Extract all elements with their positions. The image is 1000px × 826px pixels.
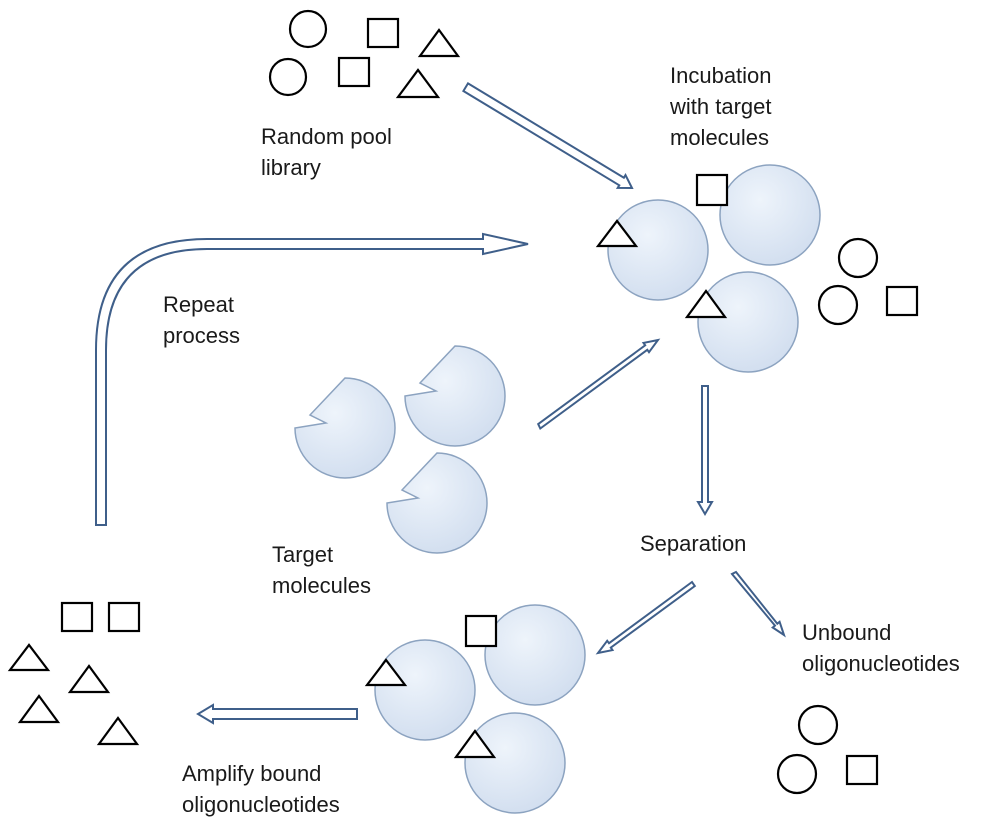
target-molecule xyxy=(484,604,586,706)
label-line: Repeat xyxy=(163,292,234,317)
target-molecule xyxy=(697,271,799,373)
label-line: Amplify bound xyxy=(182,761,322,786)
bound-triangle xyxy=(595,219,639,248)
label-target-molecules: Target molecules xyxy=(272,539,371,601)
label-separation: Separation xyxy=(640,528,746,559)
target-molecule xyxy=(607,199,709,301)
pool-circle xyxy=(268,57,308,97)
free-target-molecule xyxy=(386,452,488,554)
pool-circle xyxy=(288,9,328,49)
label-line: Separation xyxy=(640,531,747,556)
random-pool-shapes xyxy=(268,9,461,99)
pool-square xyxy=(366,17,400,49)
bound-square xyxy=(464,614,498,648)
label-incubation: Incubation with target molecules xyxy=(670,60,772,153)
label-random-pool-library: Random pool library xyxy=(261,121,392,183)
incubation-unbound-shapes xyxy=(817,237,919,326)
amplified-pool-shapes xyxy=(7,601,141,746)
unbound-circle xyxy=(797,704,839,746)
unbound-circle xyxy=(837,237,879,279)
amplified-triangle xyxy=(67,664,111,694)
label-line: Target xyxy=(272,542,334,567)
label-line: library xyxy=(261,155,321,180)
pool-triangle xyxy=(417,28,461,58)
bound-triangle xyxy=(453,729,497,759)
arrow-targets-to-incubation xyxy=(536,338,661,431)
amplified-triangle xyxy=(7,643,51,672)
target-molecule xyxy=(464,712,566,814)
bound-square xyxy=(695,173,729,207)
arrow-separation-to-bound xyxy=(595,580,697,655)
amplified-triangle xyxy=(96,716,140,746)
arrow-repeat-process xyxy=(95,232,529,526)
label-unbound-oligonucleotides: Unbound oligonucleotides xyxy=(802,617,960,679)
unbound-square xyxy=(885,285,919,317)
unbound-circle xyxy=(776,753,818,795)
amplified-square xyxy=(60,601,94,633)
label-repeat-process: Repeat process xyxy=(163,289,240,351)
label-line: Random pool xyxy=(261,124,392,149)
arrow-amplify xyxy=(196,703,358,725)
label-line: molecules xyxy=(670,125,770,150)
arrow-incubation-to-separation xyxy=(696,385,714,516)
label-line: Incubation xyxy=(670,63,772,88)
arrow-separation-to-unbound xyxy=(730,570,786,638)
bound-complexes xyxy=(364,604,586,814)
amplified-square xyxy=(107,601,141,633)
label-line: process xyxy=(163,323,241,348)
process-arrows xyxy=(95,82,786,725)
bound-triangle xyxy=(364,658,408,687)
incubation-cluster xyxy=(595,164,821,373)
label-amplify-bound: Amplify bound oligonucleotides xyxy=(182,758,340,820)
label-line: oligonucleotides xyxy=(802,651,960,676)
free-target-molecule xyxy=(404,345,506,447)
target-molecule xyxy=(719,164,821,266)
free-target-molecule xyxy=(294,377,396,479)
unbound-circle xyxy=(817,284,859,326)
unbound-oligo-shapes xyxy=(776,704,879,795)
bound-triangle xyxy=(684,289,728,319)
label-line: Unbound xyxy=(802,620,892,645)
target-molecule xyxy=(374,639,476,741)
arrow-pool-to-incubation xyxy=(462,82,634,190)
label-line: oligonucleotides xyxy=(182,792,340,817)
target-molecules-group xyxy=(294,345,506,554)
amplified-triangle xyxy=(17,694,61,724)
unbound-square xyxy=(845,754,879,786)
label-line: molecules xyxy=(272,573,372,598)
label-line: with target xyxy=(670,94,772,119)
pool-square xyxy=(337,56,371,88)
pool-triangle xyxy=(395,68,441,99)
